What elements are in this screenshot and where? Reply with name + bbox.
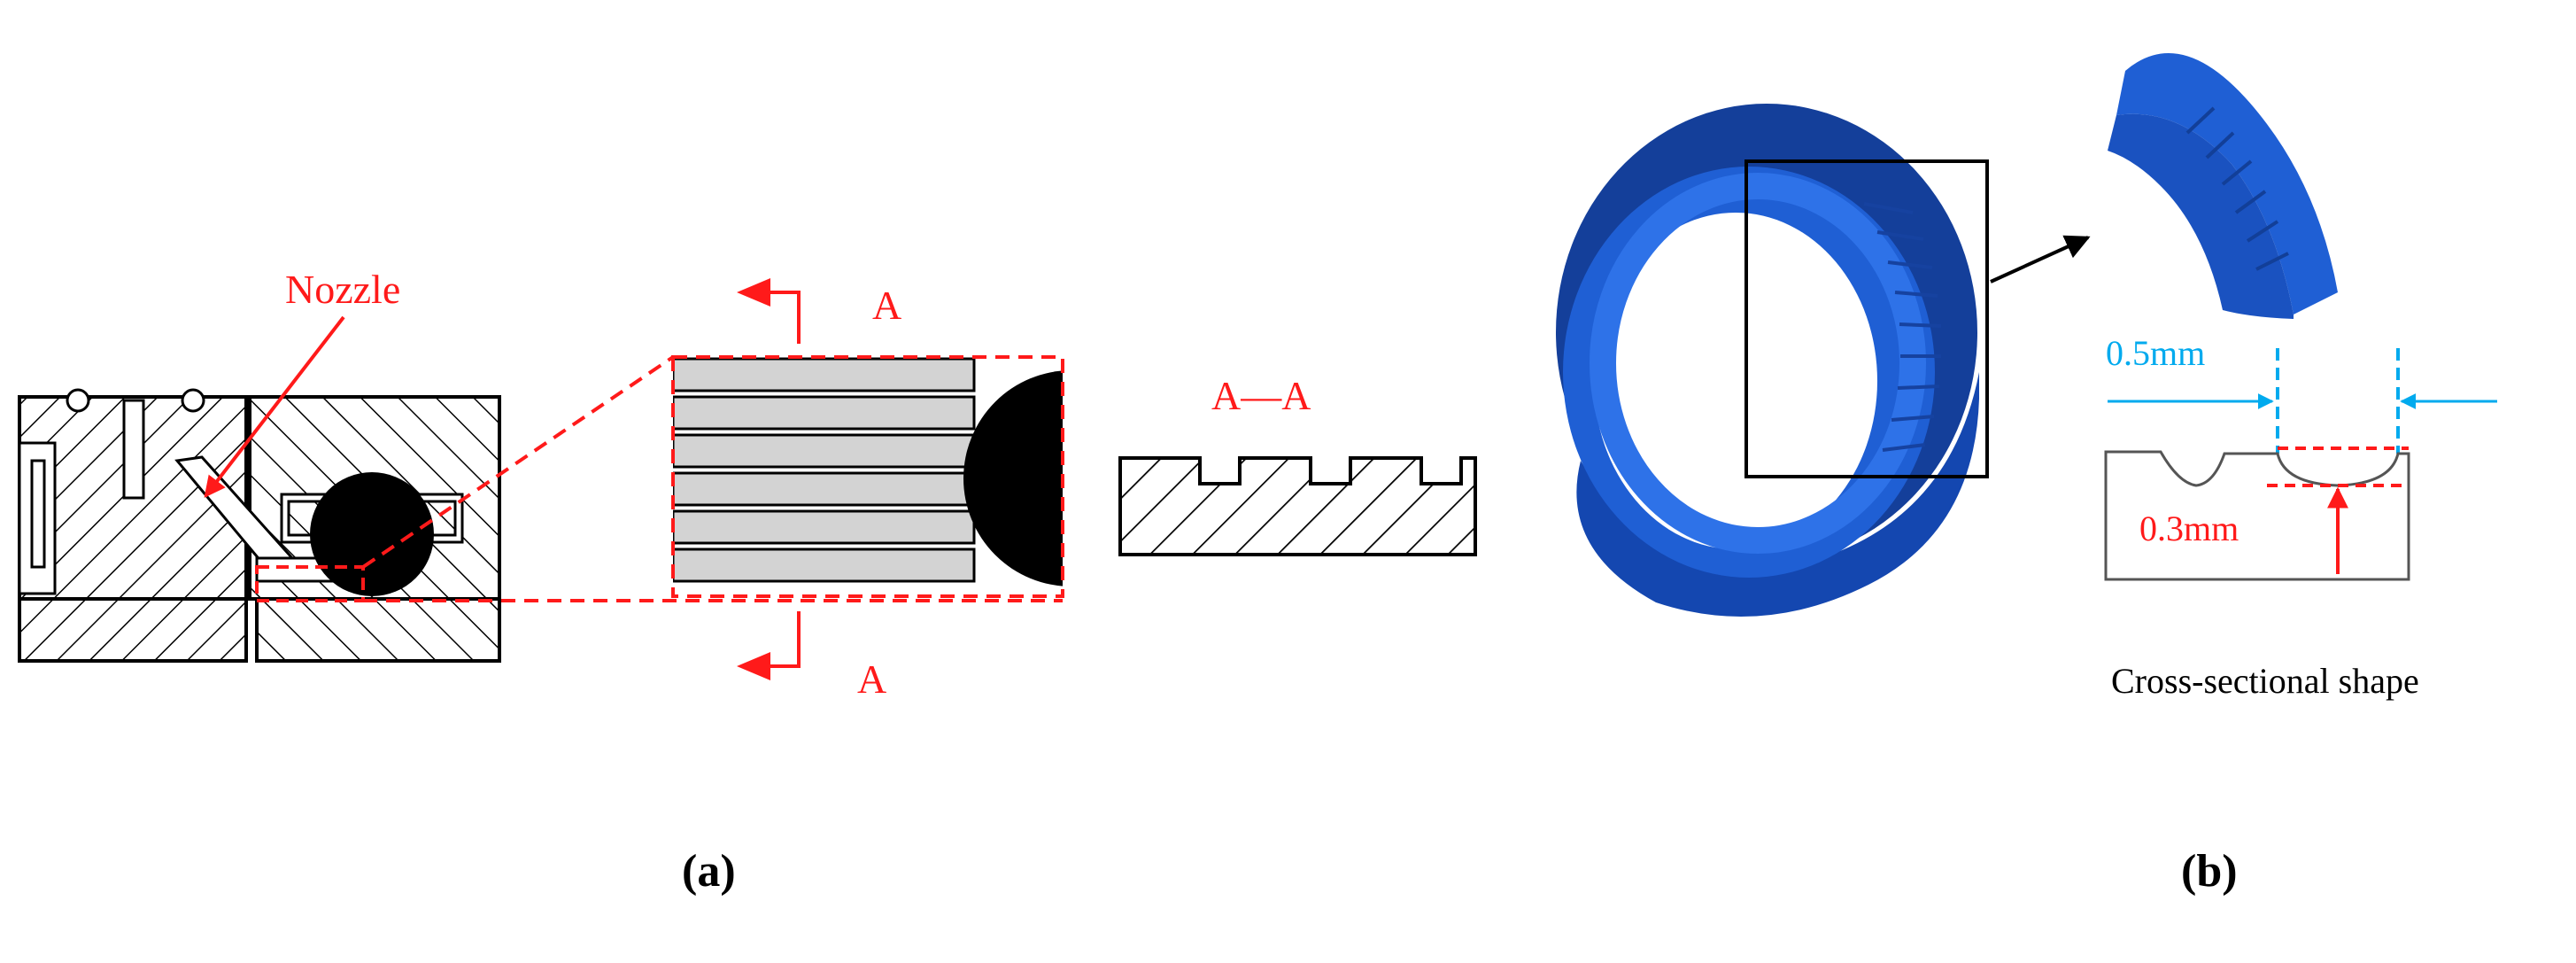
grooved-ring-3d: [1556, 104, 1979, 617]
width-dimension-label: 0.5mm: [2106, 333, 2205, 373]
panel-a-label: (a): [682, 846, 736, 897]
section-view-label: A—A: [1211, 373, 1311, 418]
ball-element: [310, 472, 434, 596]
cross-section-caption: Cross-sectional shape: [2111, 661, 2419, 701]
bearing-cross-section-drawing: [18, 388, 501, 663]
detail-box: [1744, 159, 1989, 478]
section-label-top: A: [872, 283, 901, 328]
groove-profile: [2104, 450, 2410, 581]
section-arrow-bottom: [737, 611, 801, 680]
section-arrow-top: [737, 278, 801, 344]
depth-dimension-label: 0.3mm: [2139, 509, 2239, 548]
detail-arrow: [1990, 235, 2091, 283]
ring-segment-detail: [2108, 53, 2338, 323]
zoom-line-top: [361, 355, 675, 569]
magnified-groove-view: [671, 355, 1064, 598]
section-label-bottom: A: [857, 656, 886, 702]
panel-b-label: (b): [2181, 846, 2238, 897]
nozzle-label: Nozzle: [285, 267, 400, 312]
nozzle-leader: [204, 315, 345, 498]
section-aa-profile: [1118, 456, 1477, 556]
